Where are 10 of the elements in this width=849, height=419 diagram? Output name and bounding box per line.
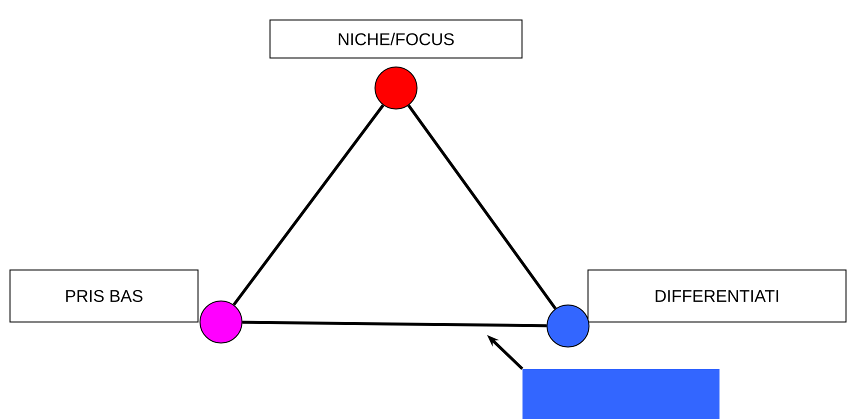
- circle: [546, 304, 590, 348]
- circle: [374, 66, 418, 110]
- label-box: DIFFERENTIATI: [588, 270, 846, 322]
- box: [522, 369, 720, 419]
- connecting-line: [232, 104, 384, 306]
- connecting-line: [242, 320, 547, 328]
- label-box: PRIS BAS: [10, 270, 198, 322]
- circle: [200, 300, 242, 344]
- label-box: NICHE/FOCUS: [270, 20, 522, 58]
- connecting-line: [407, 104, 557, 310]
